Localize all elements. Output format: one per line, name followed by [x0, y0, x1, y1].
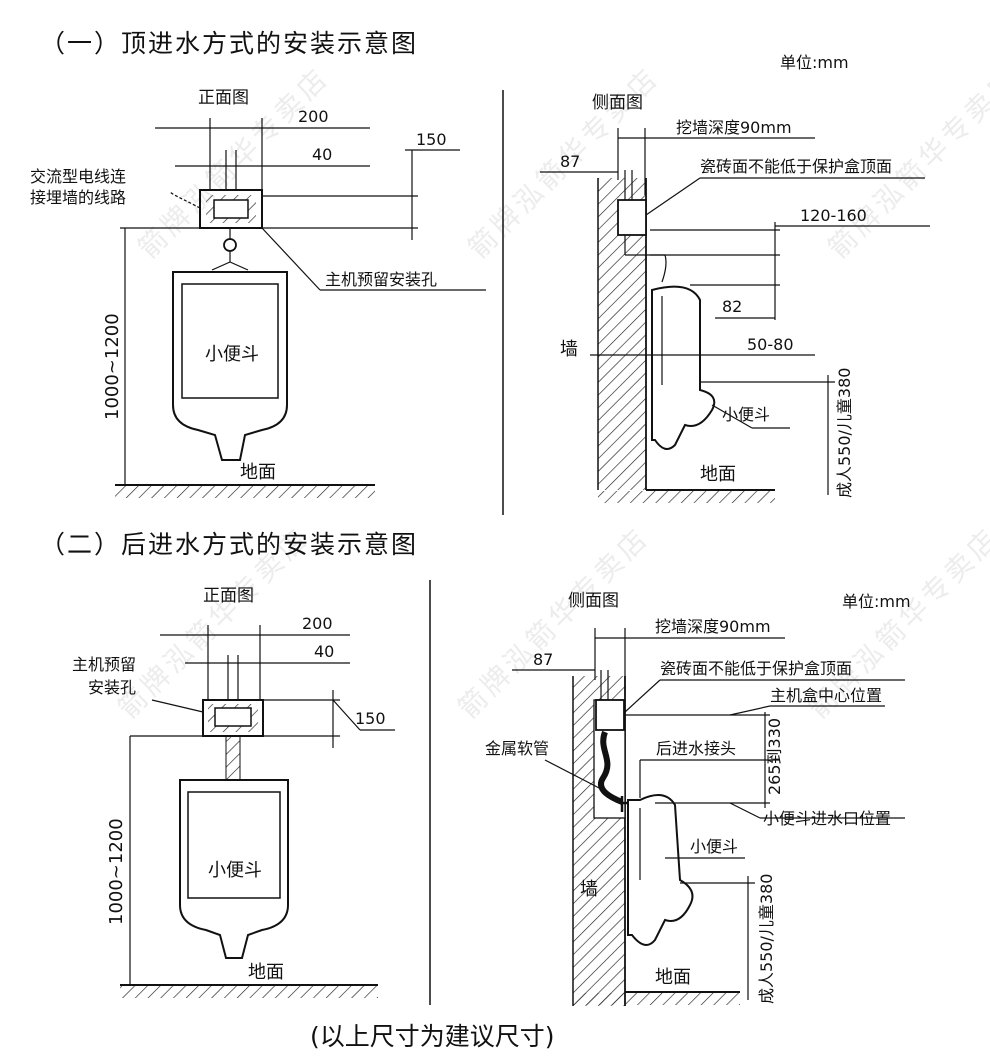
floor-label-side-2: 地面: [655, 967, 691, 988]
unit-label-top: 单位:mm: [780, 53, 849, 72]
top-side-view: 侧面图 挖墙深度90mm 87 瓷砖面不能低于保护盒顶面 120-160 82 …: [540, 93, 930, 503]
rear-inlet-label: 后进水接头: [656, 739, 736, 758]
host-hole-line1: 主机预留: [72, 655, 136, 674]
top-front-view: 正面图 200 40 150 交流型电线连 接埋墙的线路 主机预留安装孔 小便斗…: [30, 88, 486, 498]
host-box-side: [617, 199, 647, 236]
tile-note: 瓷砖面不能低于保护盒顶面: [700, 157, 892, 176]
urinal-front-2: [179, 779, 289, 959]
urinal-label-side: 小便斗: [722, 405, 770, 424]
host-center-label: 主机盒中心位置: [770, 686, 882, 705]
side-view-label: 侧面图: [592, 93, 643, 113]
footer-note: (以上尺寸为建议尺寸): [310, 1022, 555, 1051]
urinal-front: [172, 271, 288, 461]
dim-50-80: 50-80: [747, 335, 794, 354]
tile-note-2: 瓷砖面不能低于保护盒顶面: [660, 659, 852, 678]
dim-150: 150: [416, 130, 447, 149]
urinal-label: 小便斗: [205, 344, 259, 365]
dim-87-2: 87: [533, 650, 553, 669]
height-note-2: 成人550/儿童380: [757, 874, 776, 1004]
floor-label: 地面: [240, 462, 276, 483]
dim-40: 40: [312, 145, 332, 164]
dim-265-330: 265到330: [765, 718, 784, 795]
wire-label-line1: 交流型电线连: [30, 167, 126, 186]
floor-label-2: 地面: [248, 962, 284, 983]
inlet-position-label: 小便斗进水口位置: [763, 809, 891, 828]
host-box-side-2: [595, 699, 625, 731]
wire-label-line2: 接埋墙的线路: [30, 188, 126, 207]
dim-82: 82: [722, 297, 742, 316]
front-view-label: 正面图: [198, 88, 249, 108]
back-side-view: 侧面图 挖墙深度90mm 87 瓷砖面不能低于保护盒顶面 主机盒中心位置 金属软…: [485, 591, 905, 1006]
floor-hatch: [115, 486, 375, 498]
dim-200: 200: [298, 107, 329, 126]
host-hole-label: 主机预留安装孔: [325, 270, 437, 289]
urinal-side: [651, 285, 716, 450]
height-range-2: 1000~1200: [106, 818, 127, 925]
side-view-label-2: 侧面图: [568, 591, 619, 611]
unit-label-bottom: 单位:mm: [842, 592, 911, 611]
hose-label: 金属软管: [485, 739, 549, 758]
wall-label: 墙: [560, 339, 578, 360]
metal-hose: [598, 730, 624, 805]
dim-87: 87: [560, 152, 580, 171]
dig-depth-label-2: 挖墙深度90mm: [655, 617, 771, 636]
floor-label-side: 地面: [700, 464, 736, 485]
front-view-label-2: 正面图: [203, 586, 254, 606]
back-front-view: 正面图 200 40 150 主机预留 安装孔 小便斗 1000~1200 地面: [72, 586, 395, 998]
height-range: 1000~1200: [102, 313, 123, 420]
urinal-label-2: 小便斗: [208, 860, 262, 881]
dim-150-2: 150: [355, 709, 386, 728]
host-hole-line2: 安装孔: [88, 678, 136, 697]
urinal-label-side-2: 小便斗: [690, 837, 738, 856]
dim-40-2: 40: [314, 642, 334, 661]
height-note: 成人550/儿童380: [835, 368, 854, 498]
section-back-title: （二）后进水方式的安装示意图: [40, 530, 418, 559]
wall-label-2: 墙: [580, 879, 598, 900]
dim-200-2: 200: [302, 614, 333, 633]
urinal-side-2: [627, 794, 694, 946]
host-box: [199, 189, 263, 229]
section-top-title: （一）顶进水方式的安装示意图: [40, 29, 418, 58]
dig-depth-label: 挖墙深度90mm: [676, 118, 792, 137]
dim-120-160: 120-160: [800, 206, 867, 225]
